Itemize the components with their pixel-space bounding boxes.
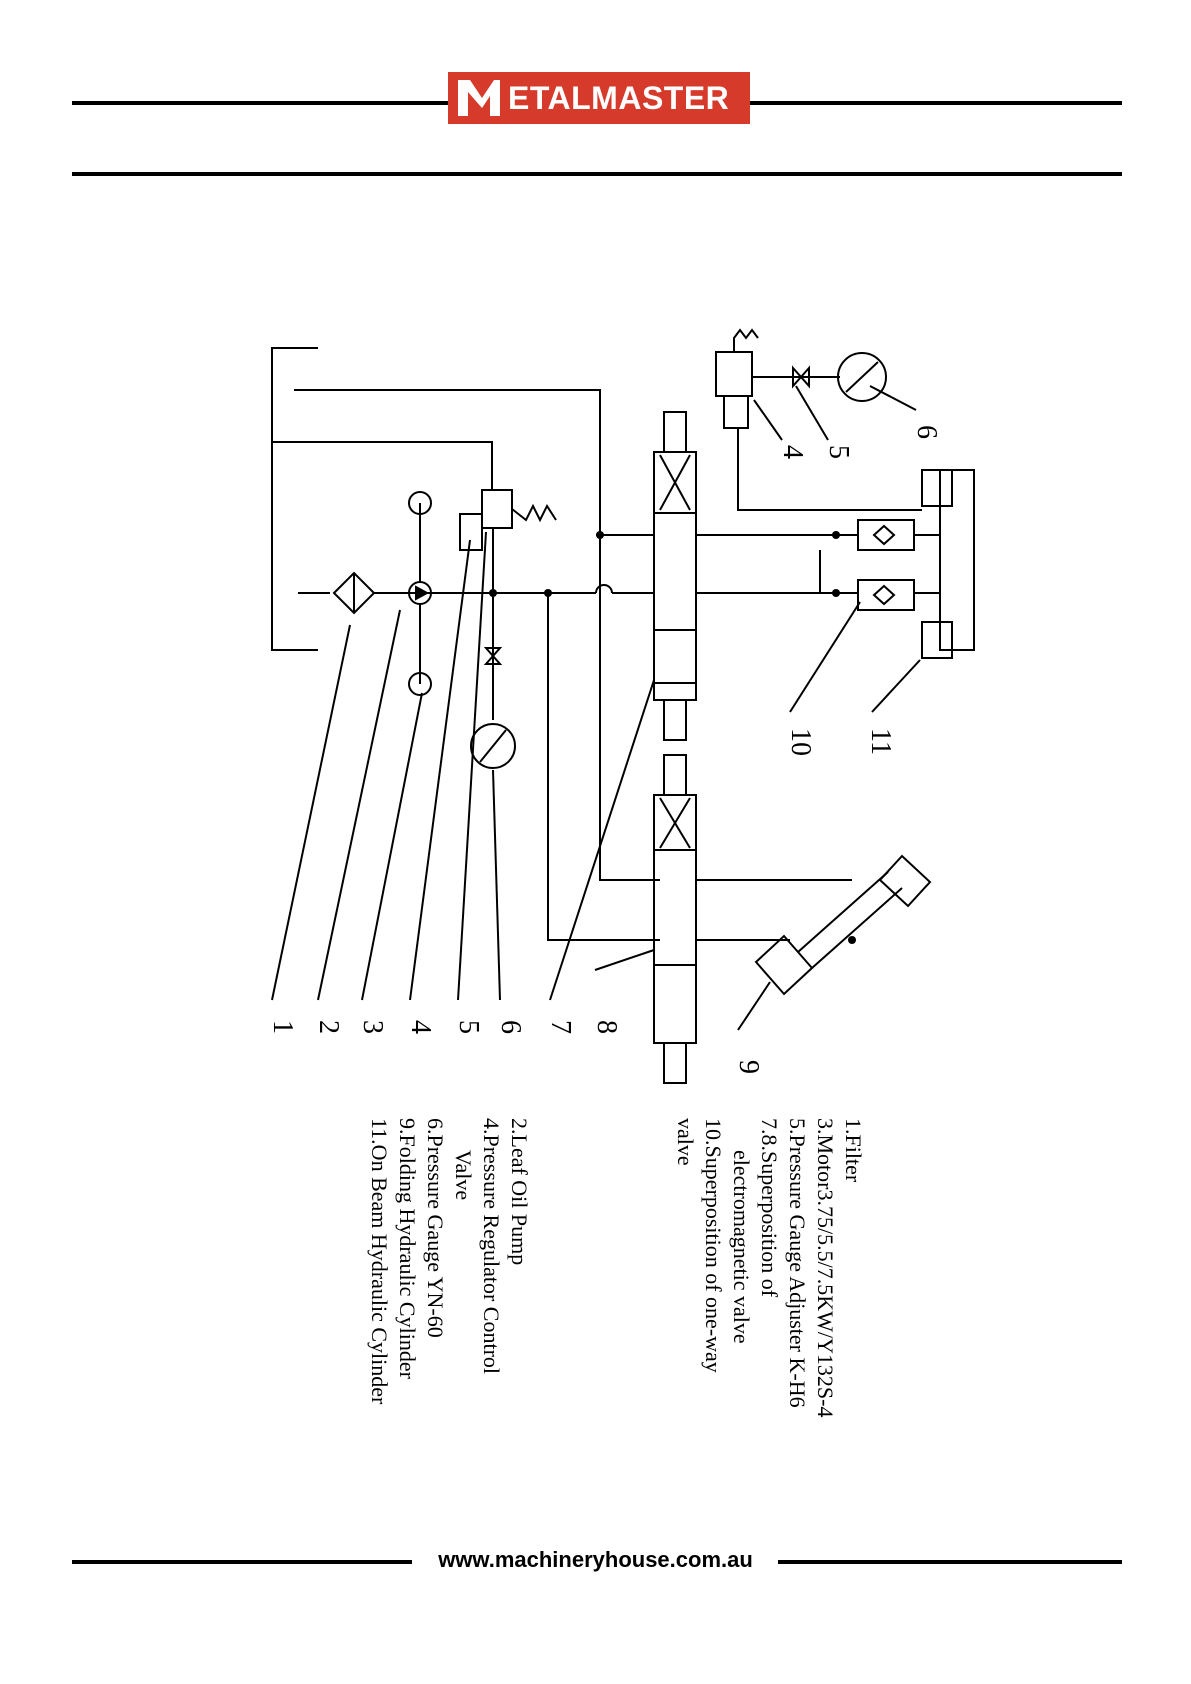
header-rule-bottom <box>72 172 1122 176</box>
motor-symbol-top <box>408 491 432 515</box>
callout-top-6: 6 <box>911 425 942 439</box>
footer-rule-right <box>778 1560 1122 1564</box>
legend-item-1: 1.Filter <box>841 1118 866 1183</box>
callout-7: 7 <box>545 1020 576 1034</box>
header-rule-left <box>72 101 450 105</box>
motor-symbol-bottom <box>408 672 432 696</box>
tank-outline <box>271 347 318 651</box>
callout-4: 4 <box>405 1020 436 1034</box>
legend-item-5: 5.Pressure Gauge Adjuster K-H6 <box>785 1118 810 1408</box>
legend-item-10-cont: valve <box>673 1118 698 1166</box>
logo-brand-text: ETALMASTER <box>508 80 730 116</box>
pressure-gauge-top <box>837 352 887 402</box>
electromagnetic-valve-8 <box>653 794 697 1044</box>
legend-item-3: 3.Motor3.75/5.5/7.5KW/Y132S-4 <box>813 1118 838 1417</box>
legend-item-6: 6.Pressure Gauge YN-60 <box>423 1118 448 1338</box>
footer-website-url[interactable]: www.machineryhouse.com.au <box>0 1547 1191 1573</box>
callout-1: 1 <box>267 1020 298 1034</box>
pressure-regulator-top <box>715 351 753 397</box>
metalmaster-logo: ETALMASTER <box>448 72 750 124</box>
one-way-valve-upper <box>857 519 915 551</box>
callout-9: 9 <box>733 1060 764 1074</box>
filter-symbol <box>332 571 376 615</box>
metalmaster-m-mark <box>458 80 500 116</box>
callout-5: 5 <box>453 1020 484 1034</box>
footer-url-text[interactable]: www.machineryhouse.com.au <box>436 1547 755 1572</box>
callout-10: 10 <box>785 728 816 756</box>
pressure-gauge-left <box>470 723 516 769</box>
legend-item-4: 4.Pressure Regulator Control <box>479 1118 504 1374</box>
one-way-valve-lower <box>857 579 915 611</box>
callout-8: 8 <box>591 1020 622 1034</box>
return-line-b <box>272 441 493 490</box>
callout-6: 6 <box>495 1020 526 1034</box>
callout-11: 11 <box>865 728 896 755</box>
callout-3: 3 <box>357 1020 388 1034</box>
callout-2: 2 <box>313 1020 344 1034</box>
legend-item-7-8: 7.8.Superposition of <box>757 1118 782 1298</box>
legend-item-2: 2.Leaf Oil Pump <box>507 1118 532 1265</box>
footer-rule-left <box>72 1560 412 1564</box>
legend-item-11: 11.On Beam Hydraulic Cylinder <box>367 1118 392 1405</box>
legend-item-4-cont: Valve <box>451 1150 476 1200</box>
header-rule-right <box>748 101 1122 105</box>
pressure-regulator-valve <box>481 489 513 529</box>
legend-item-7-8-cont: electromagnetic valve <box>729 1150 754 1344</box>
legend-item-9: 9.Folding Hydraulic Cylinder <box>395 1118 420 1380</box>
callout-top-4: 4 <box>777 445 808 459</box>
callout-top-5: 5 <box>823 445 854 459</box>
return-line-a <box>294 389 660 881</box>
folding-hydraulic-cylinder <box>754 934 814 996</box>
electromagnetic-valve-7 <box>653 451 697 701</box>
legend-item-10: 10.Superposition of one-way <box>701 1118 726 1373</box>
